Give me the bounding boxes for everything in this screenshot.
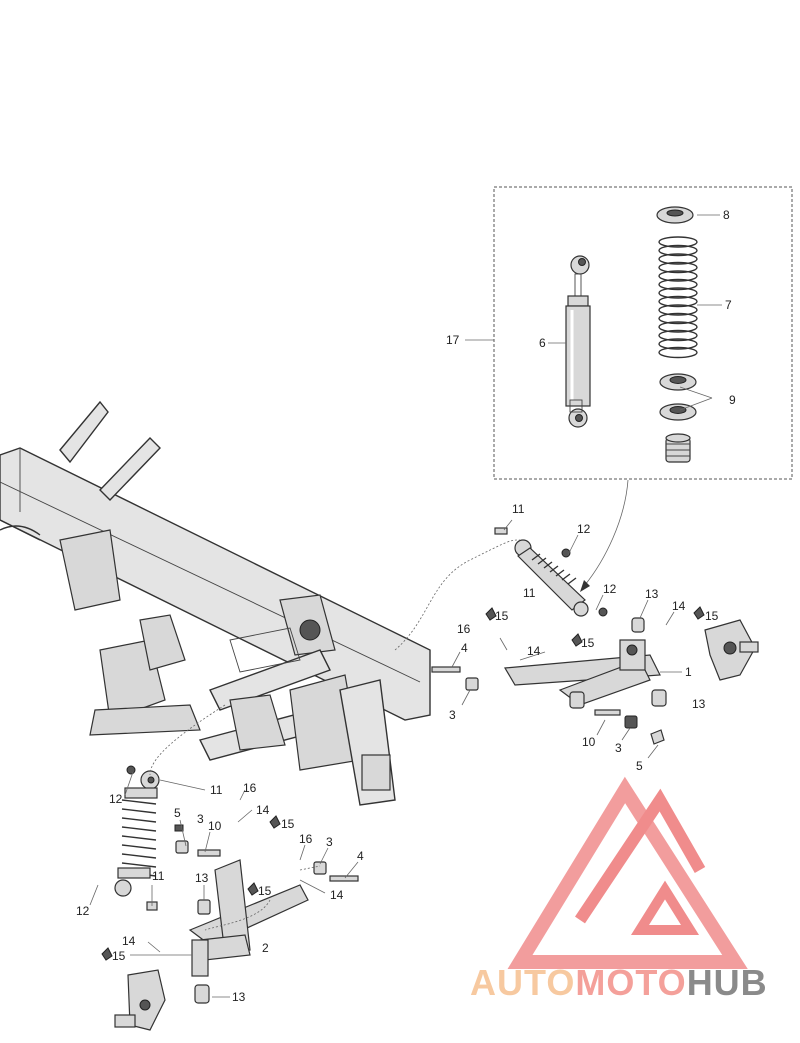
spring-coil xyxy=(658,270,698,282)
callout-3: 3 xyxy=(615,741,622,755)
shock-absorber-body xyxy=(565,255,591,428)
callout-11: 11 xyxy=(512,502,525,516)
callout-12: 12 xyxy=(603,582,617,596)
callout-4: 4 xyxy=(357,849,364,863)
spring-coil xyxy=(658,321,698,333)
spring-coil xyxy=(658,329,698,342)
callout-12: 12 xyxy=(76,904,90,918)
callout-2: 2 xyxy=(262,941,269,955)
spring-coil xyxy=(658,346,698,359)
spring-coil xyxy=(658,287,698,299)
watermark-word-auto: AUTO xyxy=(470,962,575,1003)
spring-coil xyxy=(658,261,698,274)
callout-14: 14 xyxy=(256,803,270,817)
watermark-word-hub: HUB xyxy=(687,962,768,1003)
callout-3: 3 xyxy=(449,708,456,722)
rear-shock-assembled xyxy=(494,527,608,617)
callout-11: 11 xyxy=(523,586,536,600)
spring-coil xyxy=(658,295,698,308)
spring-seats xyxy=(659,373,697,421)
callout-14: 14 xyxy=(672,599,686,613)
callout-15: 15 xyxy=(581,636,595,650)
callout-10: 10 xyxy=(582,735,596,749)
callout-labels: 8 7 9 6 17 11 12 11 12 13 14 15 15 16 14… xyxy=(76,208,736,1004)
callout-15: 15 xyxy=(258,884,272,898)
callout-15: 15 xyxy=(112,949,126,963)
callout-15: 15 xyxy=(705,609,719,623)
coil-spring xyxy=(658,236,698,359)
callout-13: 13 xyxy=(195,871,209,885)
bushings-upper-right xyxy=(431,666,665,745)
watermark-mark xyxy=(575,788,706,924)
callout-3: 3 xyxy=(326,835,333,849)
steering-knuckle-left xyxy=(114,969,166,1031)
callout-15: 15 xyxy=(495,609,509,623)
callout-5: 5 xyxy=(636,759,643,773)
bushings-lower-left xyxy=(174,824,359,882)
callout-14: 14 xyxy=(330,888,344,902)
callout-9: 9 xyxy=(729,393,736,407)
callout-11: 11 xyxy=(210,783,223,797)
shock-detail-box xyxy=(493,186,793,480)
callout-14: 14 xyxy=(122,934,136,948)
chassis-frame xyxy=(0,400,431,806)
watermark-logo xyxy=(507,776,748,969)
a-arm-lower-left xyxy=(188,859,309,1004)
callout-5: 5 xyxy=(174,806,181,820)
callout-10: 10 xyxy=(208,819,222,833)
steering-knuckle-right xyxy=(704,619,759,681)
callout-12: 12 xyxy=(109,792,123,806)
watermark-text: AUTOMOTOHUB xyxy=(470,962,768,1003)
callout-16: 16 xyxy=(243,781,257,795)
spring-coil xyxy=(658,278,698,291)
spring-coil xyxy=(658,312,698,325)
spring-coil xyxy=(658,244,698,257)
callout-7: 7 xyxy=(725,298,732,312)
spring-upper-cap xyxy=(656,206,694,224)
spring-coil xyxy=(658,236,698,248)
callout-16: 16 xyxy=(457,622,471,636)
callout-16: 16 xyxy=(299,832,313,846)
spring-coil xyxy=(658,253,698,265)
spring-coil xyxy=(658,304,698,316)
callout-4: 4 xyxy=(461,641,468,655)
callout-3: 3 xyxy=(197,812,204,826)
watermark-word-moto: MOTO xyxy=(575,962,686,1003)
callout-13: 13 xyxy=(645,587,659,601)
watermark-g-mark xyxy=(630,880,700,935)
cap-nuts xyxy=(101,606,705,961)
callout-6: 6 xyxy=(539,336,546,350)
callout-17: 17 xyxy=(446,333,460,347)
callout-8: 8 xyxy=(723,208,730,222)
callout-12: 12 xyxy=(577,522,591,536)
callout-11: 11 xyxy=(152,869,165,883)
watermark-triangle xyxy=(507,776,748,969)
a-arm-upper-right xyxy=(504,617,667,709)
callout-13: 13 xyxy=(232,990,246,1004)
callout-13: 13 xyxy=(692,697,706,711)
callout-1: 1 xyxy=(685,665,692,679)
callout-14: 14 xyxy=(527,644,541,658)
spring-coil xyxy=(658,338,698,350)
callout-15: 15 xyxy=(281,817,295,831)
bump-stop xyxy=(665,433,691,463)
